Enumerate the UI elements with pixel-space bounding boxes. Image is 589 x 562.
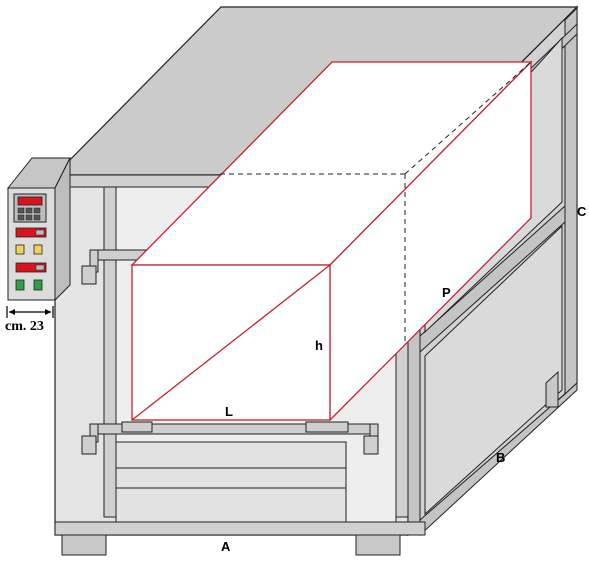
panel-width-label: cm. 23 — [5, 319, 44, 334]
arrow-head-left — [9, 309, 15, 315]
label-height-h: h — [315, 338, 323, 353]
indicator-yellow-1 — [15, 244, 25, 255]
button-green-1 — [15, 279, 25, 291]
hidden-edges — [220, 61, 532, 345]
label-a: A — [221, 539, 231, 554]
lower-drawers — [115, 441, 347, 523]
timer-display-1 — [15, 227, 47, 238]
arrow-head-right — [45, 309, 51, 315]
side-lower-panel — [424, 224, 563, 516]
timer-display-2 — [15, 262, 47, 273]
guide-rods — [81, 249, 379, 455]
button-green-2 — [33, 279, 43, 291]
control-panel — [6, 157, 71, 302]
label-c: C — [577, 204, 587, 219]
label-depth-p: P — [442, 285, 451, 300]
load-box — [130, 60, 533, 422]
indicator-yellow-2 — [33, 244, 43, 255]
panel-width-dimension — [6, 306, 54, 318]
label-length-l: L — [225, 404, 233, 419]
label-b: B — [496, 450, 505, 465]
machine-feet — [61, 370, 559, 556]
